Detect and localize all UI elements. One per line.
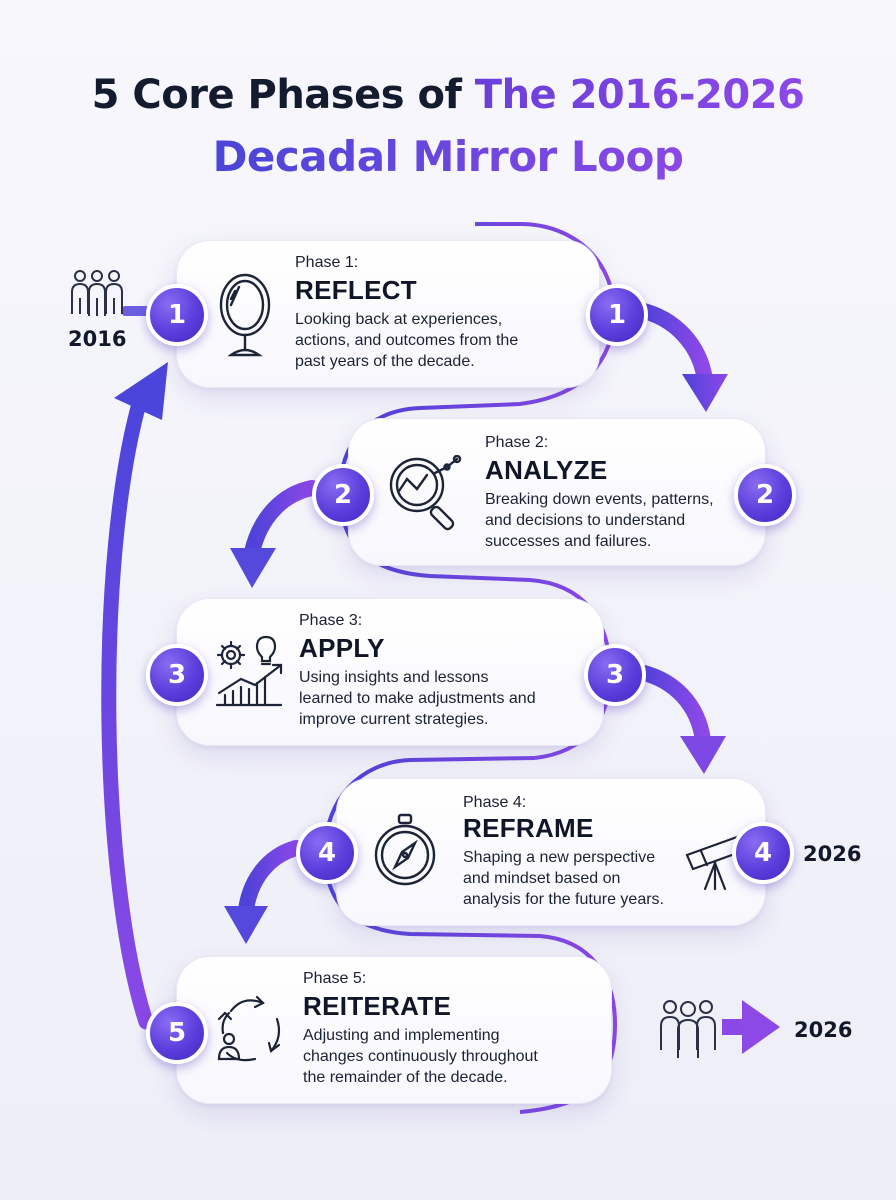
description-line: actions, and outcomes from the: [295, 332, 519, 349]
people-group-icon-end: [660, 1000, 716, 1058]
phase-label: Phase 1:: [295, 254, 359, 271]
people-group-icon-start: [71, 270, 123, 316]
phase-2-badge-right: 2: [734, 464, 796, 526]
phase-1-badge-right: 1: [586, 284, 648, 346]
phase-description: Adjusting and implementing changes conti…: [303, 1025, 538, 1088]
phase-description: Using insights and lessons learned to ma…: [299, 667, 536, 730]
description-line: Looking back at experiences,: [295, 311, 503, 328]
description-line: changes continuously throughout: [303, 1048, 538, 1065]
return-arrow: [101, 362, 168, 1030]
phase-card-3: Phase 3: APPLY Using insights and lesson…: [176, 598, 604, 746]
description-line: analysis for the future years.: [463, 891, 664, 908]
phase-name: REFRAME: [463, 813, 594, 843]
cycle-person-icon: [217, 995, 281, 1062]
description-line: Using insights and lessons: [299, 669, 489, 686]
end-year-final: 2026: [794, 1018, 853, 1042]
phase-label: Phase 4:: [463, 794, 527, 811]
description-line: the remainder of the decade.: [303, 1069, 508, 1086]
arrow-1-to-2: [632, 302, 728, 412]
description-line: Breaking down events, patterns,: [485, 491, 714, 508]
magnifier-chart-icon: [389, 455, 462, 531]
phase-description: Breaking down events, patterns, and deci…: [485, 489, 714, 552]
description-line: and decisions to understand: [485, 512, 686, 529]
phase-name: REFLECT: [295, 275, 417, 305]
description-line: and mindset based on: [463, 870, 621, 887]
phase-name: REITERATE: [303, 991, 452, 1021]
phase-description: Looking back at experiences, actions, an…: [295, 309, 518, 372]
page-title: 5 Core Phases of The 2016-2026 Decadal M…: [0, 64, 896, 188]
phase-label: Phase 3:: [299, 612, 363, 629]
description-line: learned to make adjustments and: [299, 690, 536, 707]
phase-card-1: Phase 1: REFLECT Looking back at experie…: [176, 240, 600, 388]
arrow-2-to-3: [230, 480, 320, 588]
phase-label: Phase 2:: [485, 434, 549, 451]
title-line2: Decadal Mirror Loop: [212, 132, 684, 181]
phase-name: APPLY: [299, 633, 385, 663]
phase-label: Phase 5:: [303, 970, 367, 987]
description-line: past years of the decade.: [295, 353, 475, 370]
phase-5-badge: 5: [146, 1002, 208, 1064]
phase-1-badge-left: 1: [146, 284, 208, 346]
title-dark: 5 Core Phases of: [91, 72, 475, 118]
description-line: improve current strategies.: [299, 711, 489, 728]
phase-name: ANALYZE: [485, 455, 608, 485]
final-arrow: [722, 1000, 780, 1054]
phase-3-badge-left: 3: [146, 644, 208, 706]
phase-description: Shaping a new perspective and mindset ba…: [463, 847, 664, 910]
mirror-icon: [219, 273, 271, 357]
description-line: Adjusting and implementing: [303, 1027, 500, 1044]
phase-card-4: Phase 4: REFRAME Shaping a new perspecti…: [336, 778, 766, 926]
gears-growth-icon: [215, 635, 283, 707]
title-accent: The 2016-2026: [474, 72, 805, 118]
phase-3-badge-right: 3: [584, 644, 646, 706]
description-line: successes and failures.: [485, 533, 652, 550]
arrow-4-to-5: [224, 840, 304, 944]
description-line: Shaping a new perspective: [463, 849, 656, 866]
end-year-phase4: 2026: [803, 842, 862, 866]
phase-card-5: Phase 5: REITERATE Adjusting and impleme…: [176, 956, 612, 1104]
phase-2-badge-left: 2: [312, 464, 374, 526]
start-year: 2016: [68, 327, 127, 351]
phase-card-2: Phase 2: ANALYZE Breaking down events, p…: [348, 418, 766, 566]
arrow-3-to-4: [632, 664, 726, 774]
phase-4-badge-left: 4: [296, 822, 358, 884]
compass-icon: [374, 813, 436, 886]
phase-4-badge-right: 4: [732, 822, 794, 884]
